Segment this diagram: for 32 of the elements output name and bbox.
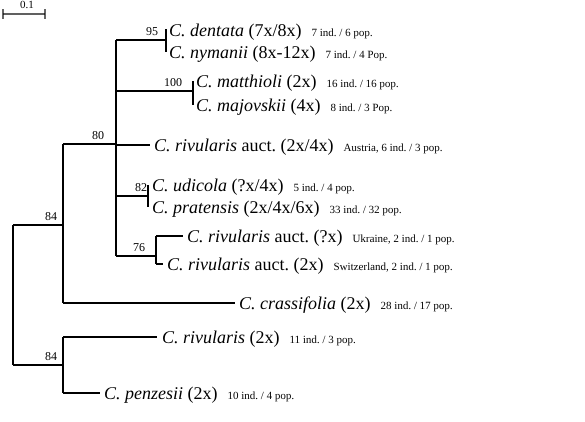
taxon-name: C. udicola (?x/4x) [152,174,284,196]
bootstrap-value: 100 [164,76,182,89]
scale-label: 0.1 [20,0,34,12]
taxon-name: C. rivularis auct. (2x/4x) [154,134,334,156]
bootstrap-value: 84 [45,210,57,223]
taxon-name: C. rivularis auct. (2x) [167,253,324,275]
specimen-count: 5 ind. / 4 pop. [293,182,355,195]
taxon-name: C. pratensis (2x/4x/6x) [152,196,320,218]
taxon-name: C. penzesii (2x) [104,382,218,404]
specimen-count: Austria, 6 ind. / 3 pop. [343,142,442,155]
specimen-count: 28 ind. / 17 pop. [380,300,453,313]
specimen-count: 11 ind. / 3 pop. [290,334,356,347]
bootstrap-value: 76 [133,241,145,254]
bootstrap-value: 84 [45,350,57,363]
taxon-name: C. majovskii (4x) [196,94,320,116]
taxon-name: C. crassifolia (2x) [239,292,371,314]
taxon-name: C. matthioli (2x) [196,70,317,92]
specimen-count: 33 ind. / 32 pop. [330,204,402,217]
specimen-count: 8 ind. / 3 Pop. [330,102,392,115]
specimen-count: Switzerland, 2 ind. / 1 pop. [333,261,453,274]
taxon-name: C. rivularis auct. (?x) [187,225,342,247]
specimen-count: 7 ind. / 4 Pop. [325,49,388,62]
specimen-count: 7 ind. / 6 pop. [312,27,373,40]
bootstrap-value: 82 [135,181,147,194]
bootstrap-value: 80 [92,129,104,142]
bootstrap-value: 95 [146,25,158,38]
taxon-name: C. dentata (7x/8x) [169,19,302,41]
taxon-name: C. nymanii (8x-12x) [169,41,316,63]
taxon-name: C. rivularis (2x) [162,326,280,348]
specimen-count: 10 ind. / 4 pop. [228,390,294,403]
specimen-count: Ukraine, 2 ind. / 1 pop. [352,233,455,246]
specimen-count: 16 ind. / 16 pop. [326,78,399,91]
